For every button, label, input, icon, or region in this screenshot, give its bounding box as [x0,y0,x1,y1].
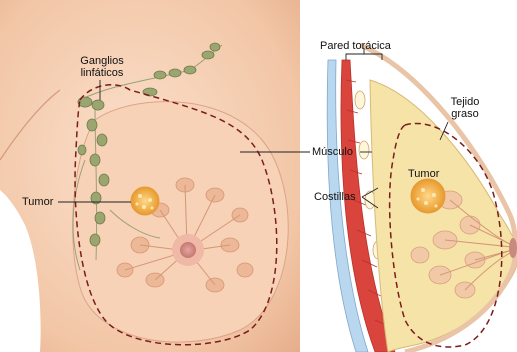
label-tumor-front: Tumor [22,196,53,208]
label-tejido-line2: graso [440,108,490,120]
label-tumor-side: Tumor [408,168,439,180]
label-ganglios-line1: Ganglios [72,55,132,67]
tumor-front [131,187,159,215]
nipple-side [509,238,517,258]
nipple [180,242,196,258]
label-tejido-line1: Tejido [440,96,490,108]
tumor-side [411,179,445,213]
label-musculo: Músculo [312,146,353,158]
label-costillas: Costillas [314,191,356,203]
frontal-view [0,0,300,352]
label-ganglios-line2: linfáticos [72,67,132,79]
label-pared-toracica: Pared torácica [320,40,391,52]
